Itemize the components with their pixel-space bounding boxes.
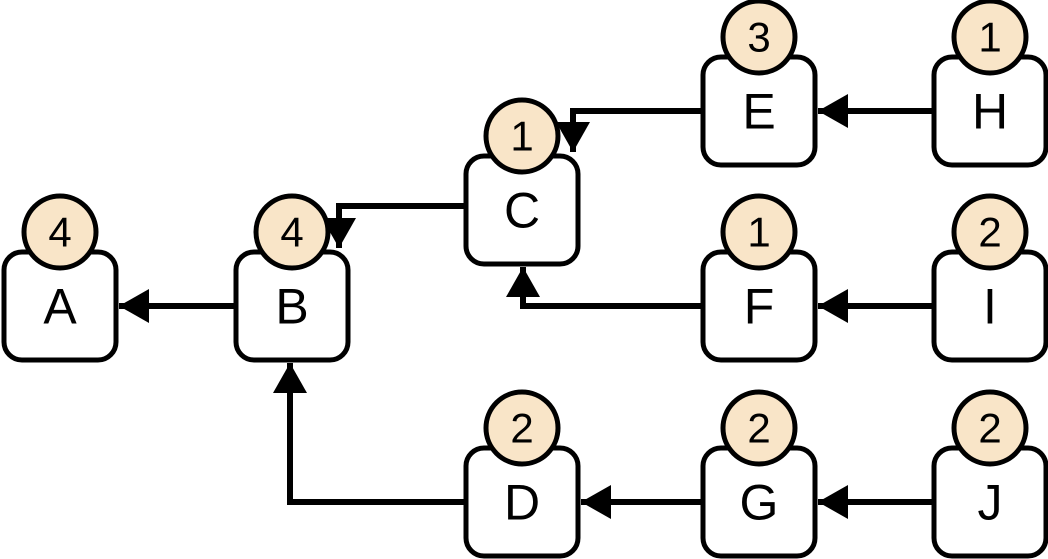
badge-label-E: 3 <box>747 14 770 61</box>
node-label-G: G <box>740 475 779 531</box>
edges-layer <box>119 94 934 519</box>
badge-label-H: 1 <box>978 14 1001 61</box>
node-H: H1 <box>931 0 1048 168</box>
node-A: A4 <box>1 193 119 363</box>
edge-E-to-C <box>556 108 703 152</box>
badge-label-B: 4 <box>280 209 303 256</box>
node-J: J2 <box>931 389 1048 559</box>
node-label-B: B <box>275 279 308 335</box>
badge-circle-D <box>483 389 561 467</box>
node-B: B4 <box>233 193 351 363</box>
node-C: C1 <box>463 97 581 267</box>
badge-circle-H <box>951 0 1029 76</box>
node-label-J: J <box>978 475 1003 531</box>
badge-circle-J <box>951 389 1029 467</box>
badge-circle-F <box>720 193 798 271</box>
badge-circle-A <box>21 193 99 271</box>
edge-D-to-B <box>273 363 466 505</box>
badge-label-I: 2 <box>978 209 1001 256</box>
badge-circle-B <box>253 193 331 271</box>
node-label-A: A <box>43 279 77 335</box>
badge-circle-C <box>483 97 561 175</box>
badge-circle-E <box>720 0 798 76</box>
edge-F-to-C <box>506 267 703 309</box>
node-label-D: D <box>504 475 540 531</box>
badge-label-F: 1 <box>747 209 770 256</box>
node-label-I: I <box>983 279 997 335</box>
node-I: I2 <box>931 193 1048 363</box>
node-label-C: C <box>504 183 540 239</box>
badge-label-C: 1 <box>510 113 533 160</box>
node-E: E3 <box>700 0 818 168</box>
node-label-E: E <box>742 84 775 140</box>
node-F: F1 <box>700 193 818 363</box>
badge-label-G: 2 <box>747 405 770 452</box>
badge-circle-G <box>720 389 798 467</box>
badge-label-A: 4 <box>48 209 71 256</box>
node-label-H: H <box>972 84 1008 140</box>
edge-C-to-B <box>322 203 466 248</box>
badge-circle-I <box>951 193 1029 271</box>
node-G: G2 <box>700 389 818 559</box>
node-label-F: F <box>744 279 775 335</box>
badge-label-D: 2 <box>510 405 533 452</box>
badge-label-J: 2 <box>978 405 1001 452</box>
node-D: D2 <box>463 389 581 559</box>
